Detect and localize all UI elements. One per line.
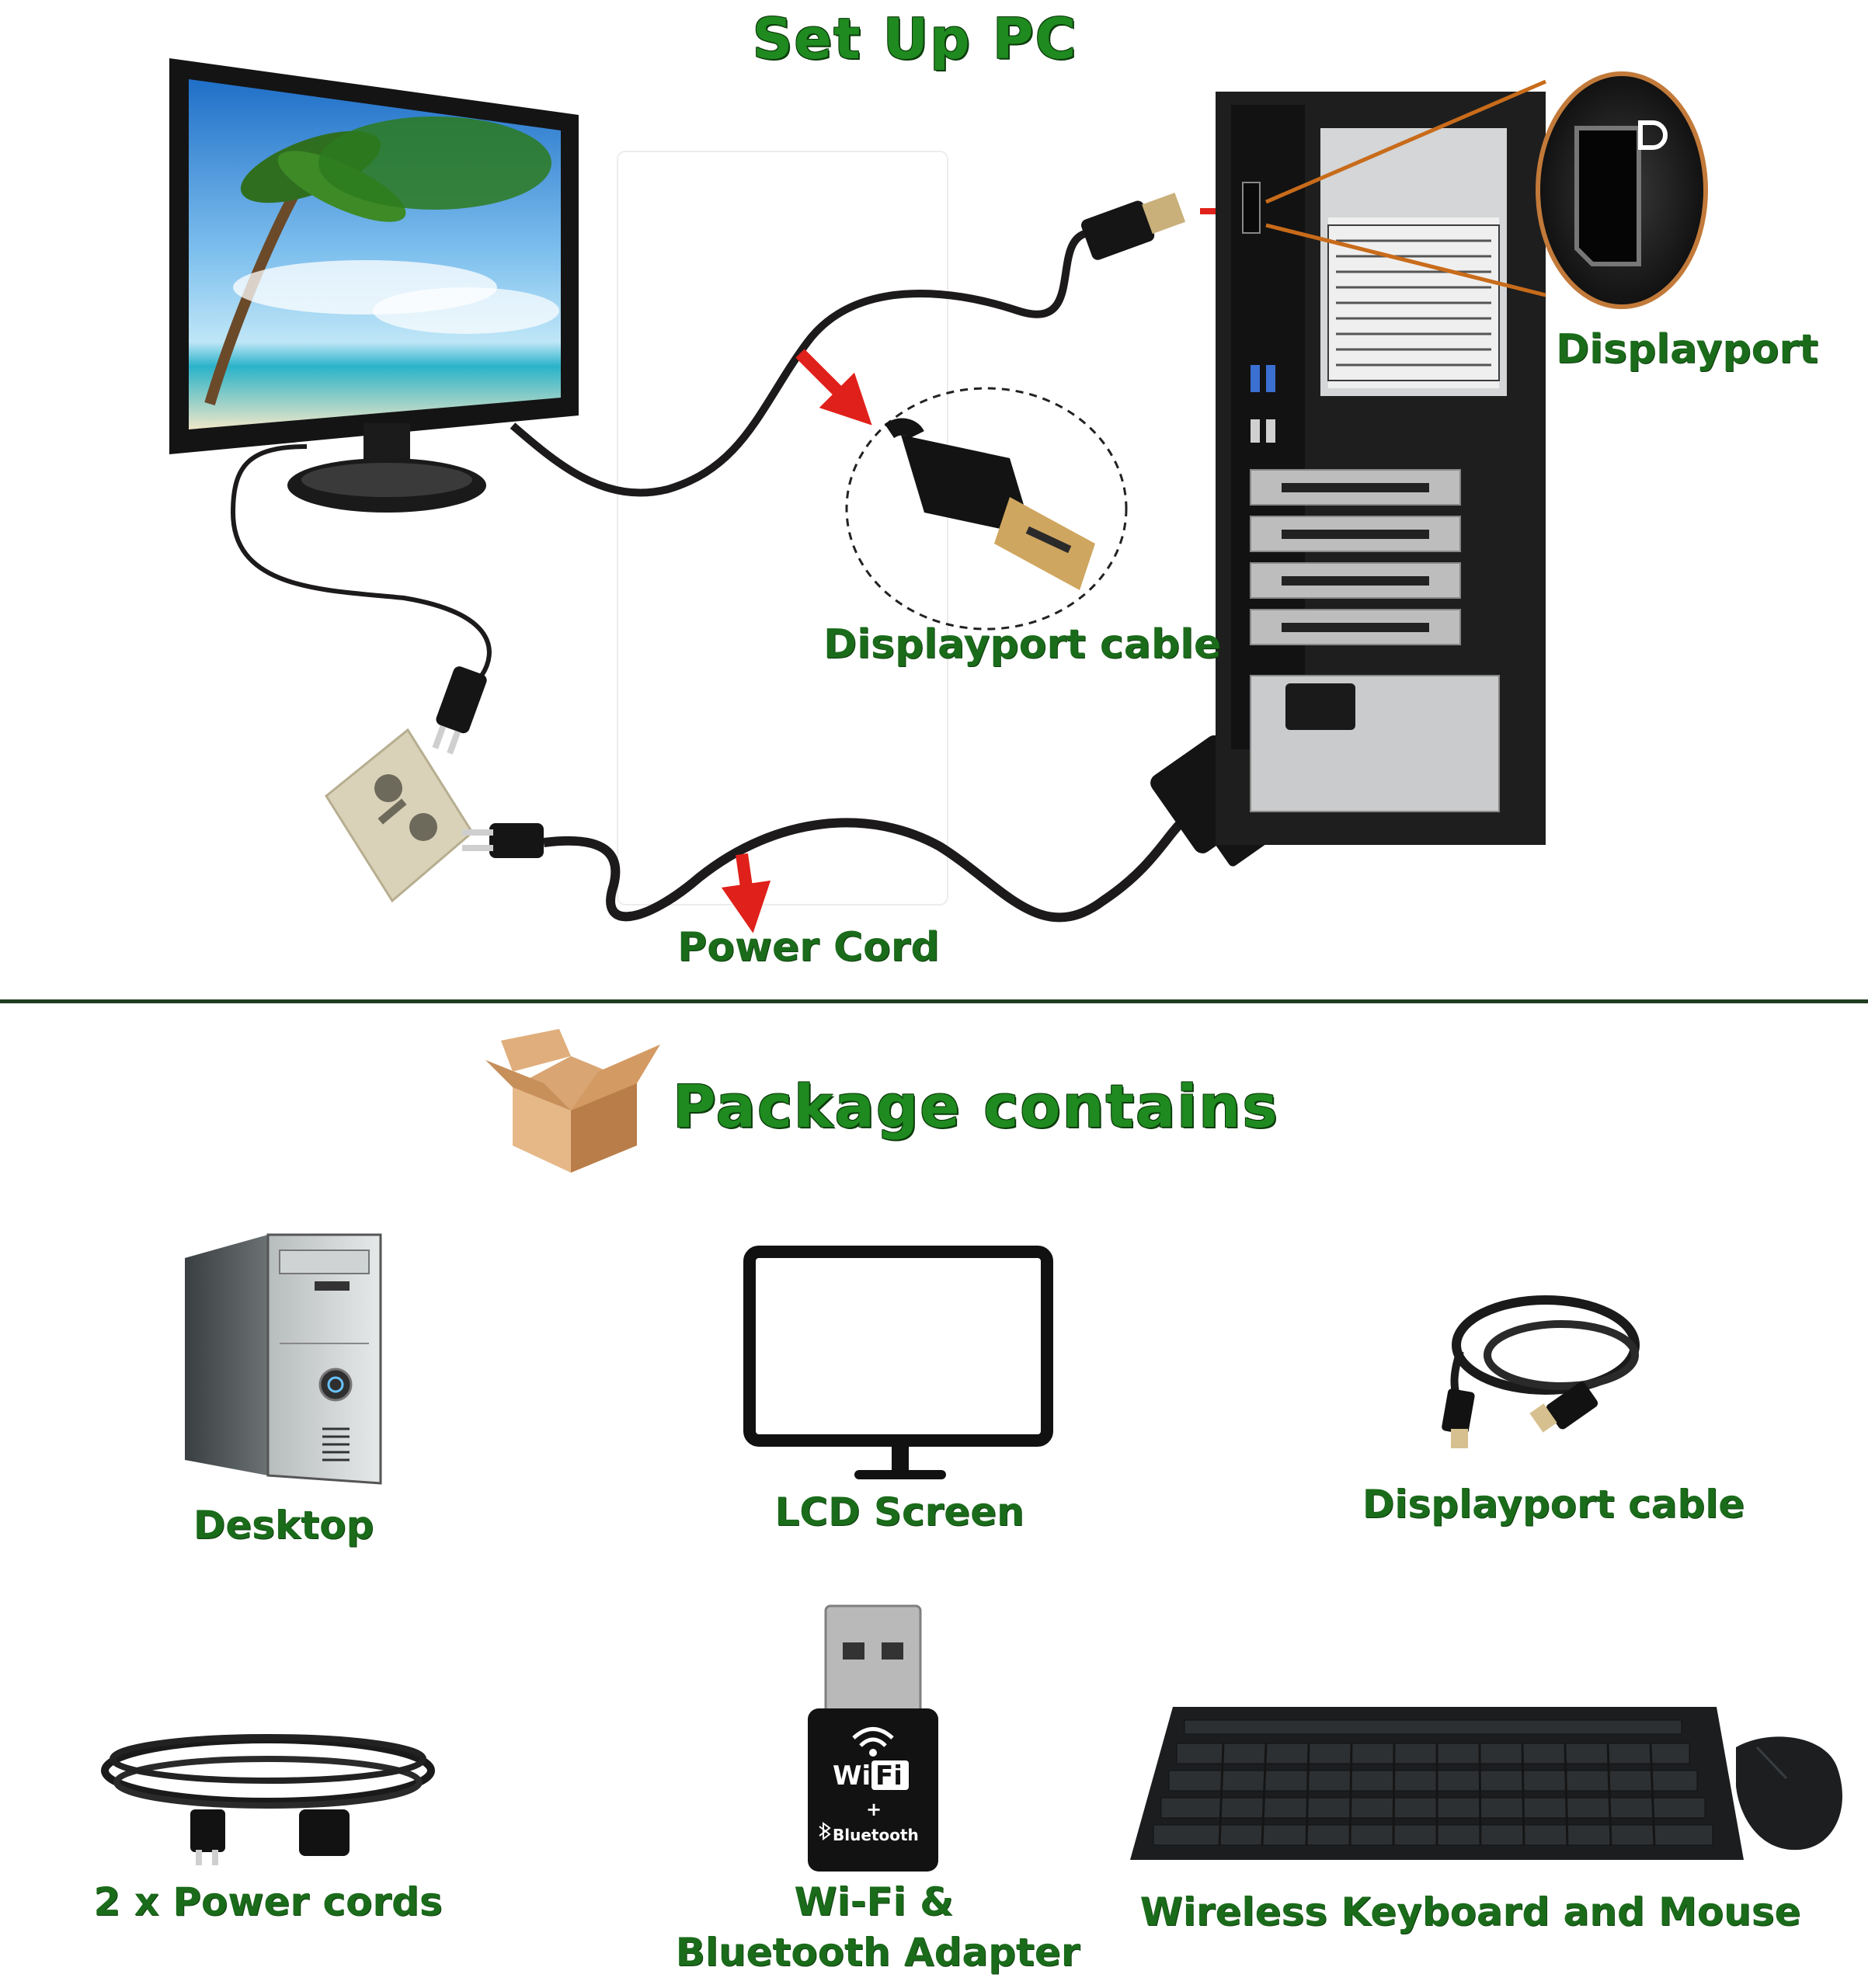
bluetooth-icon (819, 1822, 831, 1840)
adapter-wi-text: Wi (833, 1760, 871, 1792)
power-cord-label: Power Cord (677, 924, 940, 971)
section-divider (0, 999, 1868, 1003)
lcd-screen-label: LCD Screen (774, 1489, 1024, 1534)
cable-zoom-circle (845, 387, 1128, 631)
red-arrow-cable (795, 349, 872, 426)
monitor-icon (743, 1246, 1053, 1479)
displayport-label: Displayport (1556, 326, 1818, 373)
adapter-fi-text: Fi (875, 1760, 903, 1792)
displayport-logo-icon (1638, 120, 1668, 150)
displayport-plug-closeup (884, 418, 1095, 590)
red-arrow-power (721, 853, 771, 933)
displayport-cable-label: Displayport cable (823, 621, 1222, 668)
power-cord-icon (101, 1734, 435, 1865)
pc-tower-rear-image (1216, 92, 1546, 845)
package-title: Package contains (673, 1072, 1279, 1141)
zoom-line-bottom (1265, 223, 1546, 297)
wall-outlet-image (325, 728, 474, 903)
power-plug-image (462, 823, 544, 858)
wifi-adapter-label-line2: Bluetooth Adapter (675, 1930, 1080, 1975)
wifi-adapter-label-line1: Wi-Fi & (794, 1879, 954, 1924)
displayport-cable (510, 229, 1089, 497)
monitor-power-cable (230, 444, 492, 677)
cable-icon (1442, 1295, 1640, 1448)
desktop-label: Desktop (193, 1503, 374, 1548)
background-guide-box (617, 151, 948, 905)
monitor-plug-image (432, 666, 487, 755)
displayport-cable-item-label: Displayport cable (1362, 1482, 1745, 1527)
desktop-tower-icon (185, 1233, 382, 1485)
monitor-image (169, 58, 579, 513)
zoom-line-top (1265, 79, 1546, 204)
package-box-icon (485, 1029, 660, 1173)
adapter-plus-text: + (866, 1799, 882, 1820)
setup-title: Set Up PC (752, 6, 1078, 71)
displayport-plug-image (1081, 193, 1186, 260)
usb-adapter-icon: Wi Fi + Bluetooth (808, 1604, 938, 1872)
keyboard-mouse-label: Wireless Keyboard and Mouse (1139, 1889, 1801, 1934)
displayport-port-icon (1574, 126, 1641, 266)
keyboard-mouse-icon (1130, 1707, 1842, 1860)
power-cord-cable (543, 818, 1184, 923)
adapter-bluetooth-text: Bluetooth (833, 1826, 919, 1844)
power-cords-label: 2 x Power cords (93, 1879, 443, 1924)
